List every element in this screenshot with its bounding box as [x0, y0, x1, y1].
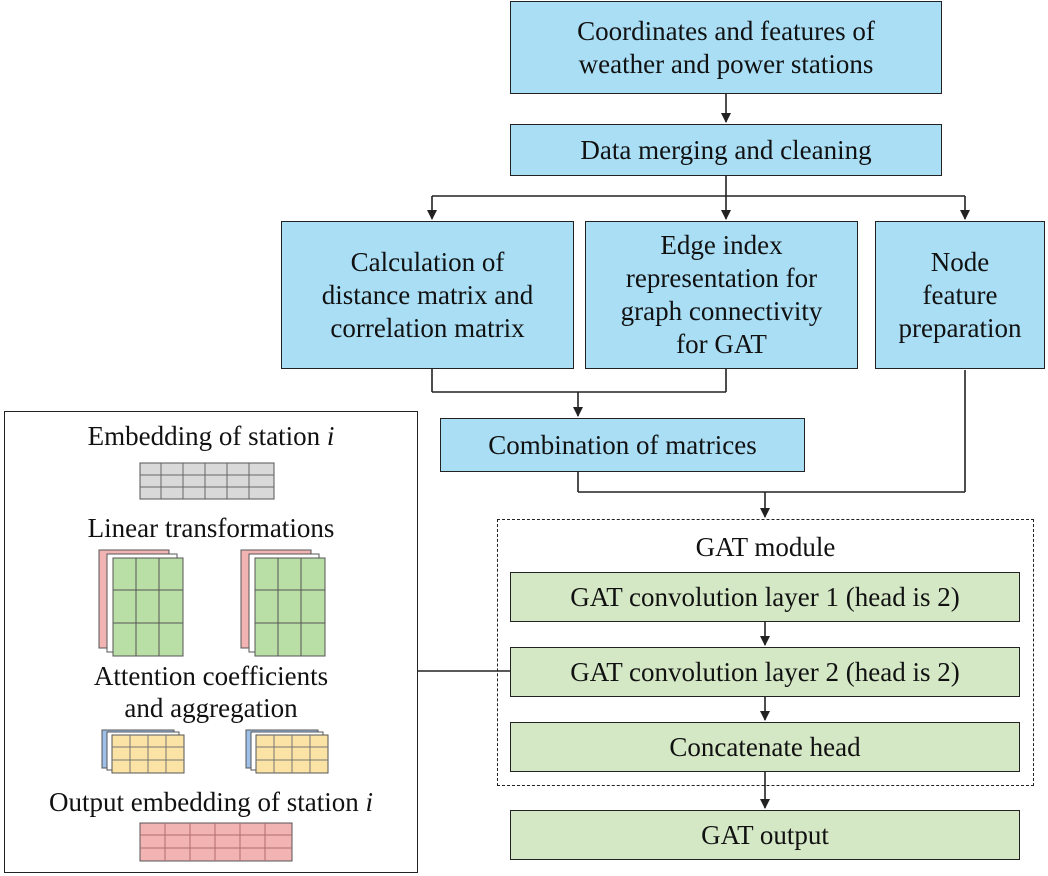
concatenate-head-box: Concatenate head: [510, 722, 1020, 772]
distance-matrix-box: Calculation of distance matrix and corre…: [281, 221, 574, 369]
attention-label: Attention coefficients and aggregation: [93, 661, 329, 723]
attention-matrix-1: [101, 729, 185, 774]
linear-matrix-1: [98, 549, 184, 657]
gat-output-box: GAT output: [510, 810, 1020, 860]
edge-index-box: Edge index representation for graph conn…: [585, 221, 858, 369]
embedding-label: Embedding of station i: [87, 421, 335, 451]
gat-layer-1-box: GAT convolution layer 1 (head is 2): [510, 572, 1020, 622]
linear-matrix-2: [240, 549, 326, 657]
station-embedding-panel: Embedding of station i Linear transforma…: [4, 411, 418, 873]
gat-module-title: GAT module: [695, 532, 836, 562]
combination-box: Combination of matrices: [440, 418, 805, 472]
output-embedding-matrix: [139, 822, 293, 862]
attention-matrix-2: [245, 729, 329, 774]
data-merging-box: Data merging and cleaning: [510, 124, 942, 176]
output-embedding-label: Output embedding of station i: [49, 787, 373, 817]
coordinates-box: Coordinates and features of weather and …: [510, 1, 942, 94]
embedding-matrix: [139, 462, 275, 500]
node-feature-box: Node feature preparation: [875, 221, 1045, 369]
gat-layer-2-box: GAT convolution layer 2 (head is 2): [510, 647, 1020, 697]
gat-module: GAT module: [497, 519, 1034, 786]
linear-transformations-label: Linear transformations: [87, 513, 335, 543]
